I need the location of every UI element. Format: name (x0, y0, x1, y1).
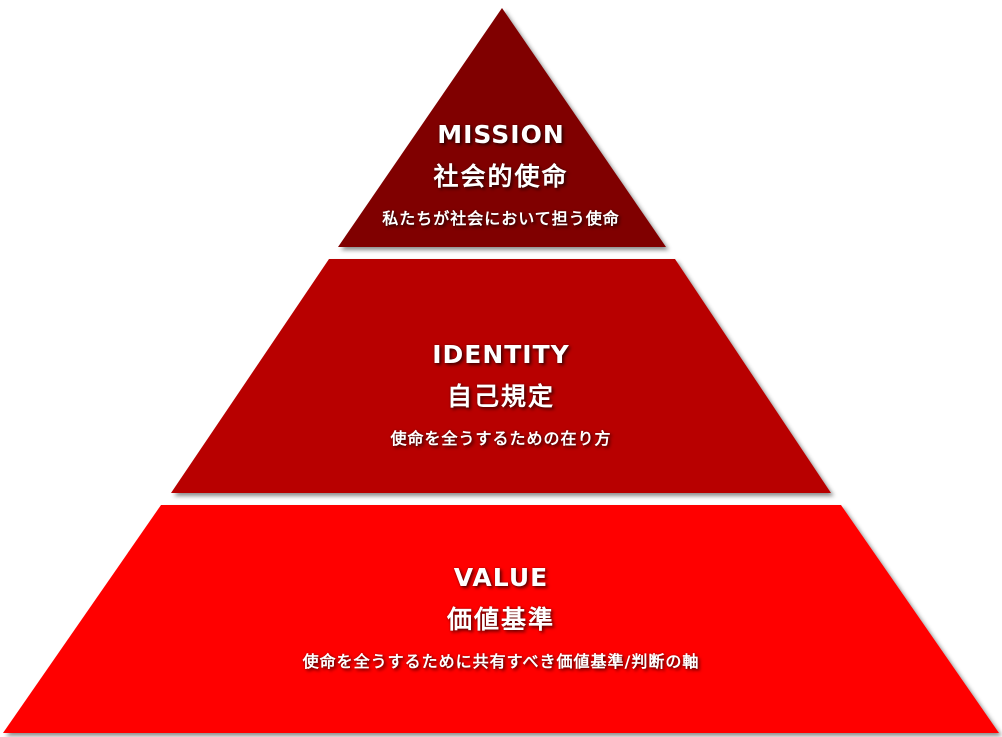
value-tier-text: VALUE 価値基準 使命を全うするために共有すべき価値基準/判断の軸 (0, 563, 1002, 672)
value-title: VALUE (453, 563, 549, 592)
mission-tier-shape (338, 8, 666, 247)
identity-description: 使命を全うするための在り方 (390, 429, 612, 448)
identity-tier-text: IDENTITY 自己規定 使命を全うするための在り方 (0, 340, 1002, 449)
identity-title: IDENTITY (432, 340, 570, 369)
mission-subtitle: 社会的使命 (433, 162, 569, 191)
mission-description: 私たちが社会において担う使命 (382, 209, 620, 228)
mission-tier-text: MISSION 社会的使命 私たちが社会において担う使命 (0, 120, 1002, 229)
value-tier-shape (3, 505, 999, 733)
identity-tier-shape (171, 259, 831, 493)
value-description: 使命を全うするために共有すべき価値基準/判断の軸 (302, 652, 700, 671)
identity-subtitle: 自己規定 (446, 382, 555, 411)
mission-title: MISSION (437, 120, 565, 149)
value-subtitle: 価値基準 (446, 605, 555, 634)
